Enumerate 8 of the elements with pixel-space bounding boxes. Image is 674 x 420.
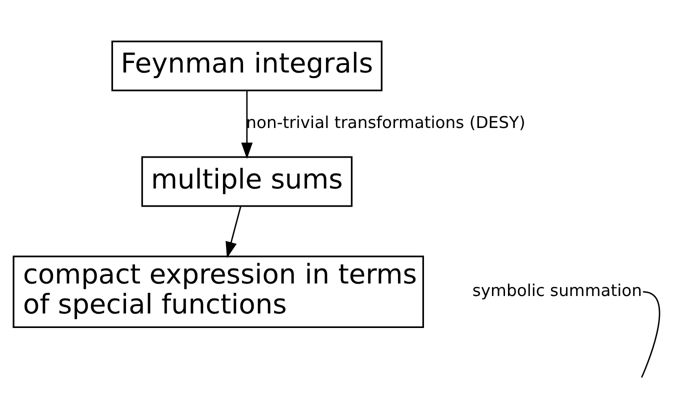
node-box: multiple sums [141,156,353,207]
arrow [226,206,242,258]
node-text: symbolic summation [472,281,642,300]
arrow [241,90,253,159]
edge-label: non-trivial transformations (DESY) [246,112,526,132]
node-box: compact expression in terms of special functions [12,256,424,328]
node-box: Feynman integrals [111,40,382,92]
connector [640,291,660,378]
